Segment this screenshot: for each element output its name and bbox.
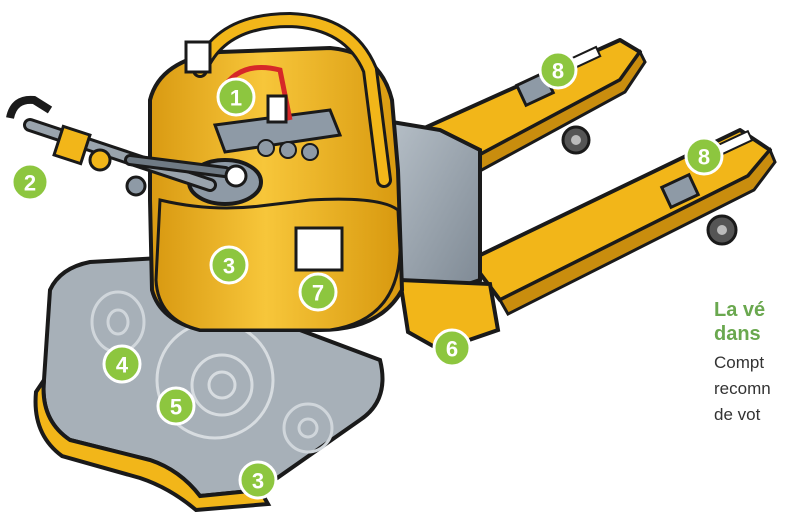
svg-text:3: 3 xyxy=(223,254,235,279)
svg-text:5: 5 xyxy=(170,395,182,420)
callout-5: 5 xyxy=(158,388,194,424)
side-heading-line: La vé xyxy=(714,298,786,322)
callout-8-lower: 8 xyxy=(686,138,722,174)
side-paragraph-line: Compt xyxy=(714,350,786,376)
svg-text:6: 6 xyxy=(446,337,458,362)
svg-text:2: 2 xyxy=(24,171,36,196)
svg-text:4: 4 xyxy=(116,353,129,378)
side-paragraph-line: recomn xyxy=(714,376,786,402)
side-heading-line: dans xyxy=(714,322,786,346)
svg-text:3: 3 xyxy=(252,469,264,494)
callout-6: 6 xyxy=(434,330,470,366)
callout-1: 1 xyxy=(218,79,254,115)
callout-4: 4 xyxy=(104,346,140,382)
side-paragraph-line: de vot xyxy=(714,402,786,428)
svg-text:8: 8 xyxy=(552,59,564,84)
callout-3-base: 3 xyxy=(240,462,276,498)
side-paragraph: Compt recomn de vot xyxy=(714,350,786,428)
callout-2: 2 xyxy=(12,164,48,200)
callout-3-body: 3 xyxy=(211,247,247,283)
callout-7: 7 xyxy=(300,274,336,310)
svg-text:1: 1 xyxy=(230,86,242,111)
main-body xyxy=(150,48,402,330)
callout-8-upper: 8 xyxy=(540,52,576,88)
fork-lower xyxy=(470,130,775,314)
side-heading: La vé dans xyxy=(714,298,786,346)
svg-text:7: 7 xyxy=(312,281,324,306)
svg-text:8: 8 xyxy=(698,145,710,170)
